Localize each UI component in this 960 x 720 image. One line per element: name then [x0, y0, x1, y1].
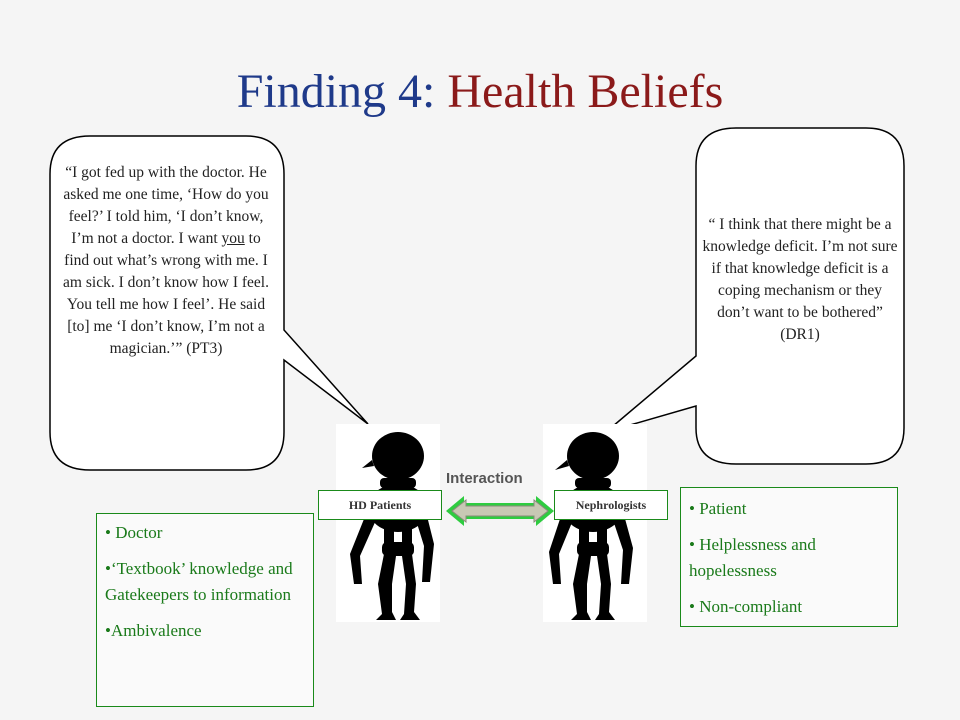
- nephrologist-figure-icon: [543, 424, 647, 622]
- nephrologists-tag: Nephrologists: [554, 490, 668, 520]
- hd-patients-tag: HD Patients: [318, 490, 442, 520]
- list-item: • Doctor: [105, 523, 163, 542]
- title-prefix: Finding 4:: [236, 65, 436, 118]
- list-item: •Ambivalence: [105, 621, 202, 640]
- doctor-quote: “ I think that there might be a knowledg…: [702, 216, 898, 343]
- list-item: • Patient: [689, 499, 747, 518]
- right-speech-bubble: [605, 127, 905, 465]
- patient-beliefs-box: • Patient • Helplessness and hopelessnes…: [680, 487, 898, 627]
- interaction-label: Interaction: [446, 470, 523, 487]
- list-item: • Helplessness and hopelessness: [689, 535, 816, 580]
- title-highlight: Health Beliefs: [447, 65, 724, 118]
- patient-figure-icon: [336, 424, 440, 622]
- list-item: • Non-compliant: [689, 597, 803, 616]
- doctor-beliefs-box: • Doctor •‘Textbook’ knowledge and Gatek…: [96, 513, 314, 707]
- slide-title: Finding 4: Health Beliefs: [0, 62, 960, 122]
- double-arrow-icon: [446, 496, 554, 526]
- list-item: •‘Textbook’ knowledge and Gatekeepers to…: [105, 559, 293, 604]
- patient-quote: “I got fed up with the doctor. He asked …: [58, 162, 274, 360]
- patient-quote-part2: to find out what’s wrong with me. I am s…: [63, 230, 269, 357]
- patient-quote-part1: “I got fed up with the doctor. He asked …: [63, 164, 269, 247]
- left-speech-bubble: [49, 135, 369, 471]
- patient-quote-underlined: you: [221, 230, 245, 247]
